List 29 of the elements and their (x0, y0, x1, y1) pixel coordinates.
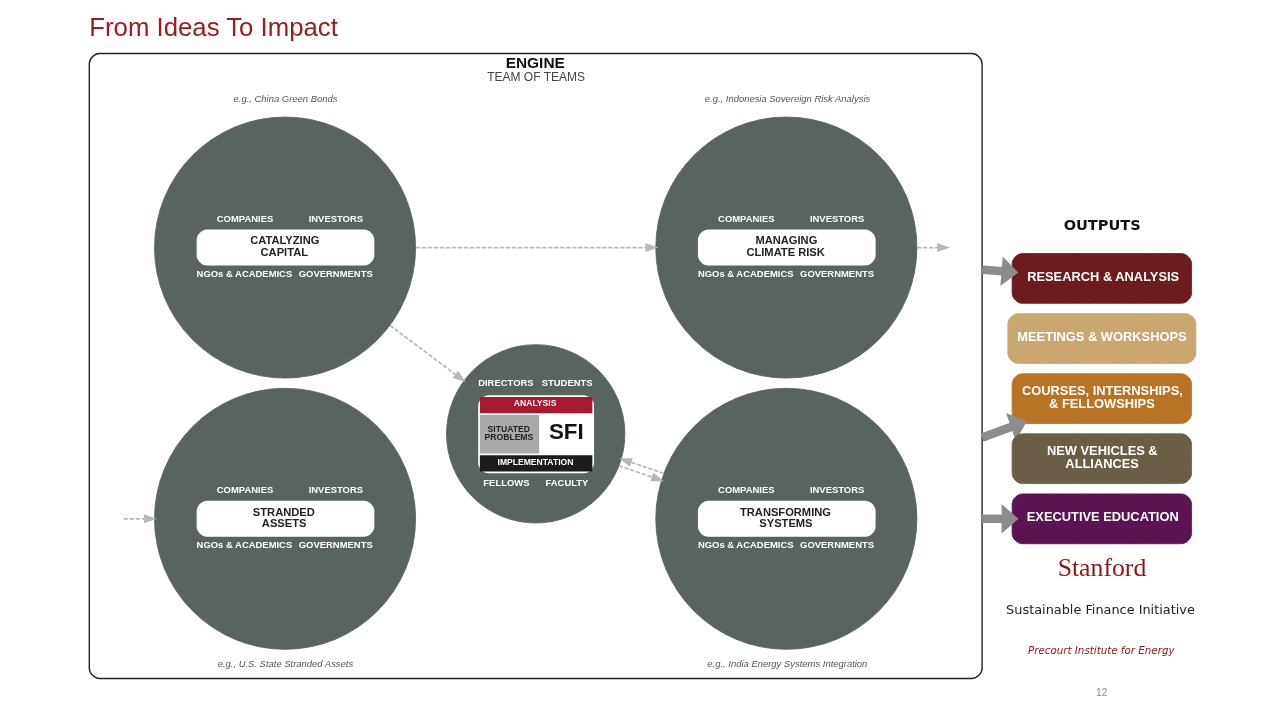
arrow (619, 458, 665, 475)
arrow (982, 504, 1019, 534)
label: Sustainable Finance Initiative (1006, 601, 1195, 617)
node-circle: COMPANIES INVESTORS STRANDED ASSETS NGOs & ACADEMICS GOVERNMENTS (154, 387, 416, 650)
diagram-title: From Ideas To Impact (89, 12, 338, 41)
node-label: e.g., India Energy Systems Integration (707, 658, 868, 670)
label: OUTPUTS (1063, 216, 1141, 234)
label: Precourt Institute for Energy (1028, 643, 1175, 656)
node-label: e.g., Indonesia Sovereign Risk Analysis (704, 93, 871, 105)
arrow (981, 256, 1019, 286)
node-box: NEW VEHICLES & ALLIANCES (1011, 433, 1192, 485)
node-box: MEETINGS & WORKSHOPS (1007, 313, 1197, 364)
arrow (916, 243, 951, 253)
node-box: EXECUTIVE EDUCATION (1011, 493, 1192, 545)
arrow (415, 243, 659, 253)
node-box: RESEARCH & ANALYSIS (1011, 253, 1192, 304)
label: 12 (1096, 686, 1108, 698)
node-circle: DIRECTORS STUDENTS ANALYSIS SITUATED PROBLEMS SFI IMPLEMENTATION FELLOWS FACULTY (446, 344, 626, 524)
node-circle: COMPANIES INVESTORS MANAGING CLIMATE RISK NGOs & ACADEMICS GOVERNMENTS (655, 116, 918, 379)
arrow (980, 413, 1027, 442)
arrow (122, 514, 157, 524)
label: Stanford (1057, 552, 1147, 582)
node-circle: COMPANIES INVESTORS TRANSFORMING SYSTEMS NGOs & ACADEMICS GOVERNMENTS (655, 387, 918, 650)
node-label: e.g., China Green Bonds (233, 93, 338, 105)
node-box: COURSES, INTERNSHIPS, & FELLOWSHIPS (1011, 373, 1192, 424)
arrow (389, 324, 466, 383)
node-circle: COMPANIES INVESTORS CATALYZING CAPITAL NGOs & ACADEMICS GOVERNMENTS (154, 116, 416, 379)
node-label: e.g., U.S. State Stranded Assets (217, 658, 354, 670)
arrow (618, 464, 665, 482)
